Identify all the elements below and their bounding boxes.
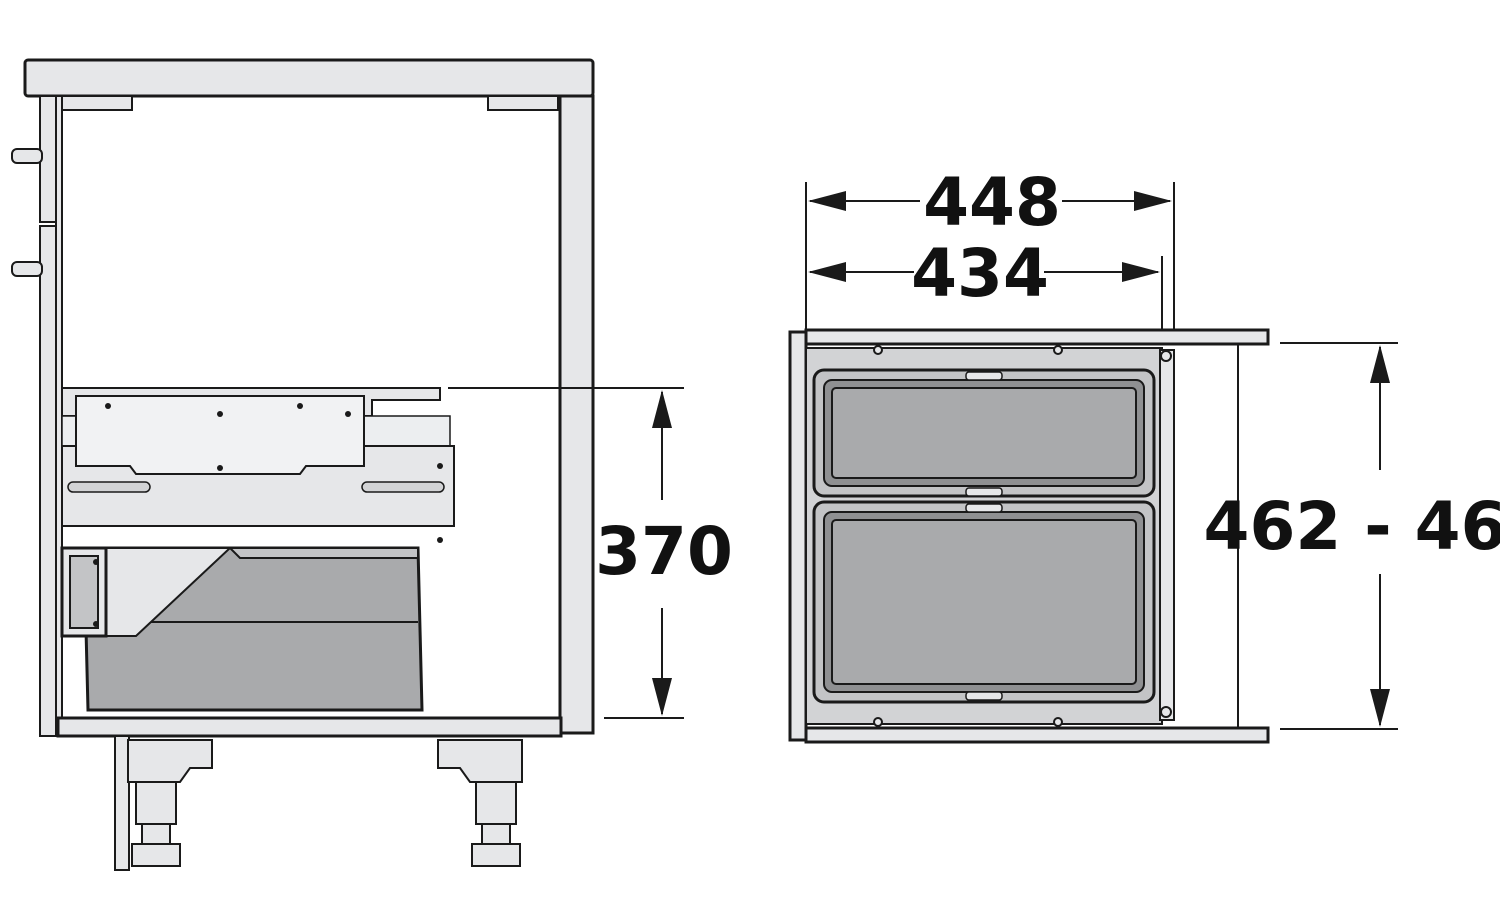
side-foot-left [127,739,213,867]
side-door-lower [39,225,57,737]
side-handle-upper [11,148,43,164]
front-bin-lower [812,500,1156,704]
front-inner-width-dimension [808,256,1163,330]
side-bracket-right [487,95,559,111]
side-bin [60,546,424,712]
front-height-dimension [1280,342,1398,730]
side-cabinet-bottom [56,716,563,738]
front-top-rail [804,328,1270,346]
side-pullout [61,387,455,543]
side-view: 370 [11,58,733,871]
side-height-label: 370 [595,513,733,590]
front-bin-upper [812,368,1156,498]
side-foot-right [437,739,523,867]
front-height-label: 462 - 468 [1204,488,1500,565]
front-view: 448 434 462 - 468 [788,164,1500,744]
front-bottom-rail [804,726,1270,744]
front-inner-width-label: 434 [911,235,1049,312]
front-left-post [788,330,808,742]
side-bracket-left [61,95,133,111]
front-outer-width-label: 448 [923,164,1061,241]
side-handle-lower [11,261,43,277]
front-outer-width-dimension [805,182,1175,330]
side-worktop [23,58,595,98]
side-cabinet-back [558,94,595,735]
side-plinth [114,735,130,871]
side-height-dimension [448,387,684,719]
